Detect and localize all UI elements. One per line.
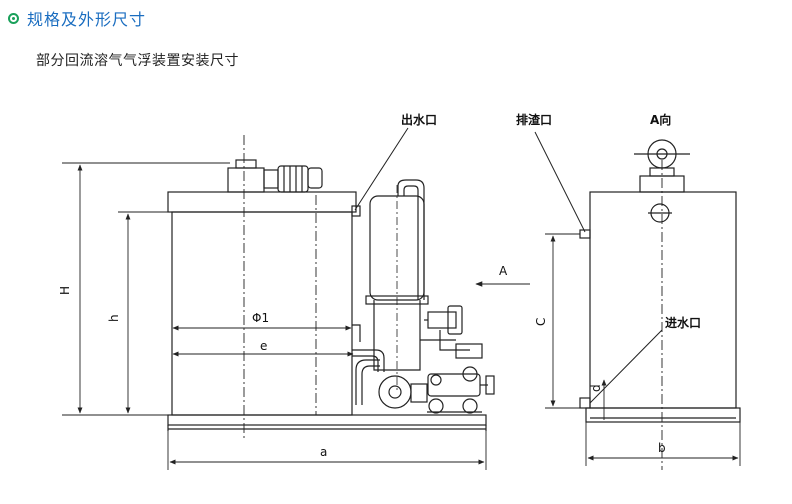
section-header: 规格及外形尺寸 xyxy=(8,6,146,30)
piping-system xyxy=(352,305,495,414)
label-arrow-a: A xyxy=(499,264,508,278)
label-slag-outlet: 排渣口 xyxy=(516,112,552,127)
label-view-a: A向 xyxy=(650,112,671,127)
section-title: 规格及外形尺寸 xyxy=(27,10,147,29)
diagram-subtitle: 部分回流溶气气浮装置安装尺寸 xyxy=(36,53,239,69)
label-inlet: 进水口 xyxy=(665,315,701,330)
dimension-H xyxy=(62,162,230,416)
dimension-a xyxy=(167,431,487,470)
circle-bullet-icon xyxy=(8,12,19,24)
left-base-plate xyxy=(167,414,487,431)
label-dim-d: d xyxy=(589,384,603,392)
side-view-tank xyxy=(534,131,741,470)
label-dim-h: h xyxy=(107,314,121,322)
label-dim-e: e xyxy=(260,339,267,353)
motor-gearbox xyxy=(263,165,323,193)
label-dim-H: H xyxy=(58,286,72,295)
label-dim-b: b xyxy=(658,441,666,455)
main-tank xyxy=(167,135,357,440)
dimension-b xyxy=(585,422,741,466)
label-dim-phi1: Φ1 xyxy=(252,311,269,325)
label-dim-a: a xyxy=(320,445,327,459)
label-outlet: 出水口 xyxy=(401,112,437,127)
label-dim-C: C xyxy=(534,318,548,326)
dimension-h xyxy=(118,211,172,414)
dissolved-air-column xyxy=(365,179,429,390)
outlet-pipe xyxy=(351,127,409,217)
dimension-C xyxy=(545,233,586,409)
